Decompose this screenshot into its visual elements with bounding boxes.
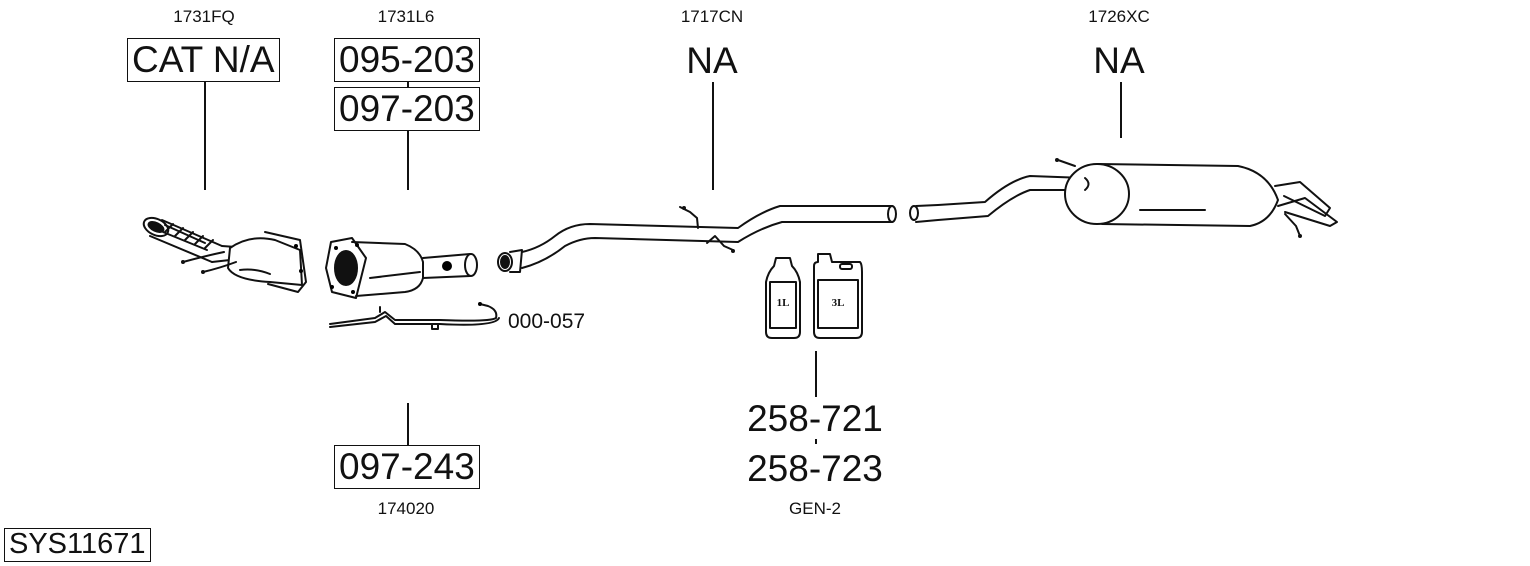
bottle-1l-icon <box>765 257 801 339</box>
part-ref-1731fq: 1731FQ <box>173 7 235 26</box>
part-number-cat-na[interactable]: CAT N/A <box>127 38 280 82</box>
part-number-000-057[interactable]: 000-057 <box>508 310 586 333</box>
catalytic-converter-flex-drawing <box>142 216 307 293</box>
part-number-258-721[interactable]: 258-721 <box>747 398 883 439</box>
leader-line <box>815 351 817 397</box>
part-ref-1731l6: 1731L6 <box>377 7 435 26</box>
part-ref-1717cn: 1717CN <box>680 7 744 26</box>
catalytic-converter-drawing <box>325 237 478 299</box>
additive-containers-drawing: 1L 3L <box>765 253 863 339</box>
part-number-095-203[interactable]: 095-203 <box>334 38 480 82</box>
system-id-badge: SYS11671 <box>4 528 151 562</box>
leader-line <box>407 130 409 190</box>
leader-line <box>407 81 409 87</box>
canister-label: 3L <box>832 297 845 309</box>
part-number-097-203[interactable]: 097-203 <box>334 87 480 131</box>
center-pipe-drawing <box>497 205 897 273</box>
part-ref-174020: 174020 <box>377 499 435 518</box>
part-ref-1726xc: 1726XC <box>1088 7 1150 26</box>
part-number-na-silencer[interactable]: NA <box>1093 40 1145 81</box>
canister-3l-icon <box>813 253 863 339</box>
leader-line <box>407 403 409 445</box>
leader-line <box>712 82 714 190</box>
rear-silencer-drawing <box>909 158 1338 238</box>
leader-line <box>815 439 817 444</box>
leader-line <box>1120 82 1122 138</box>
part-number-na-pipe[interactable]: NA <box>686 40 738 81</box>
bottle-label: 1L <box>777 297 790 309</box>
part-number-097-243[interactable]: 097-243 <box>334 445 480 489</box>
part-number-258-723[interactable]: 258-723 <box>747 448 883 489</box>
leader-line <box>204 81 206 190</box>
sensor-lead-drawing <box>329 302 500 330</box>
part-ref-gen-2: GEN-2 <box>789 499 841 518</box>
